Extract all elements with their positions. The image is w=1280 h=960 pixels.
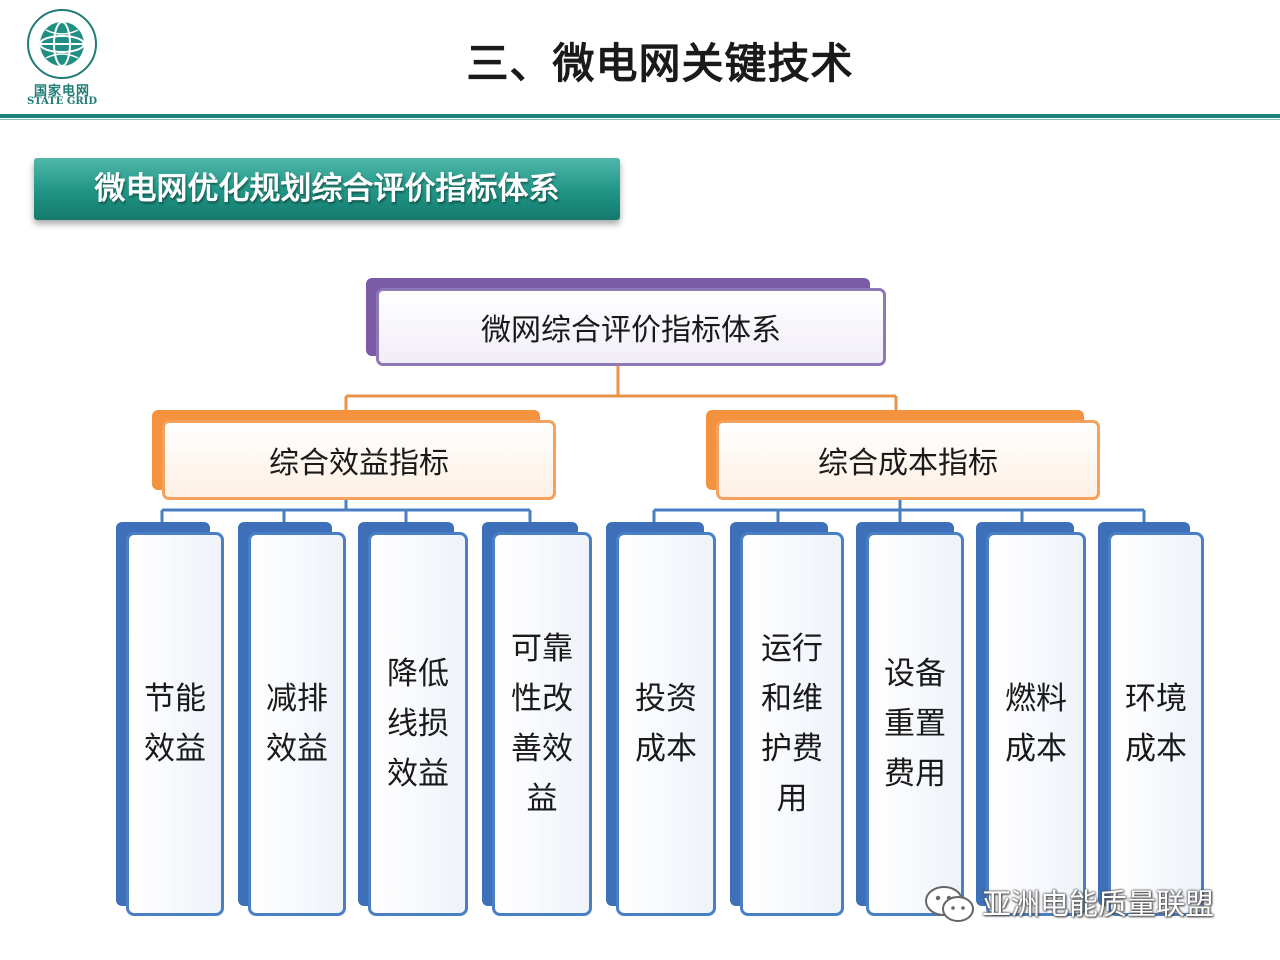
watermark-text: 亚洲电能质量联盟 (982, 887, 1215, 921)
leaf-node-label: 环境成本 (1125, 681, 1187, 767)
leaf-node-equipment-replacement: 设备重置费用 (866, 532, 964, 916)
leaf-node-energy-saving: 节能效益 (126, 532, 224, 916)
leaf-node-label: 节能效益 (144, 681, 206, 767)
leaf-node-environmental-cost: 环境成本 (1108, 532, 1204, 916)
leaf-node-label: 运行和维护费用 (761, 631, 823, 817)
wechat-icon (925, 886, 974, 922)
leaf-node-reliability-improvement: 可靠性改善效益 (492, 532, 592, 916)
group-node-cost: 综合成本指标 (716, 420, 1100, 500)
header-divider-thin (0, 119, 1280, 120)
globe-logo-icon (27, 9, 97, 79)
root-to-group-connector (344, 366, 898, 410)
state-grid-logo: 国家电网 STATE GRID (22, 8, 102, 108)
leaf-node-label: 减排效益 (266, 681, 328, 767)
root-node-label: 微网综合评价指标体系 (481, 313, 781, 348)
section-banner: 微电网优化规划综合评价指标体系 (34, 158, 620, 220)
group-node-label: 综合成本指标 (818, 446, 998, 481)
group-node-label: 综合效益指标 (269, 446, 449, 481)
leaf-node-label: 投资成本 (635, 681, 697, 767)
leaf-node-fuel-cost: 燃料成本 (986, 532, 1086, 916)
root-node: 微网综合评价指标体系 (376, 288, 886, 366)
leaf-node-emission-reduction: 减排效益 (248, 532, 346, 916)
group2-to-leaf-connector (652, 500, 1146, 522)
leaf-node-label: 可靠性改善效益 (511, 631, 573, 817)
section-banner-title: 微电网优化规划综合评价指标体系 (94, 171, 560, 207)
page-title: 三、微电网关键技术 (466, 39, 854, 88)
leaf-node-label: 燃料成本 (1005, 681, 1067, 767)
leaf-node-investment-cost: 投资成本 (616, 532, 716, 916)
group-node-benefit: 综合效益指标 (162, 420, 556, 500)
leaf-node-label: 设备重置费用 (884, 656, 946, 792)
watermark: 亚洲电能质量联盟 (924, 880, 1264, 930)
leaf-node-operation-maintenance: 运行和维护费用 (740, 532, 844, 916)
group1-to-leaf-connector (160, 500, 532, 522)
leaf-node-line-loss-reduction: 降低线损效益 (368, 532, 468, 916)
header-divider (0, 114, 1280, 118)
logo-english-name: STATE GRID (26, 96, 98, 107)
logo-chinese-name: 国家电网 (33, 84, 90, 99)
leaf-node-label: 降低线损效益 (387, 656, 449, 792)
